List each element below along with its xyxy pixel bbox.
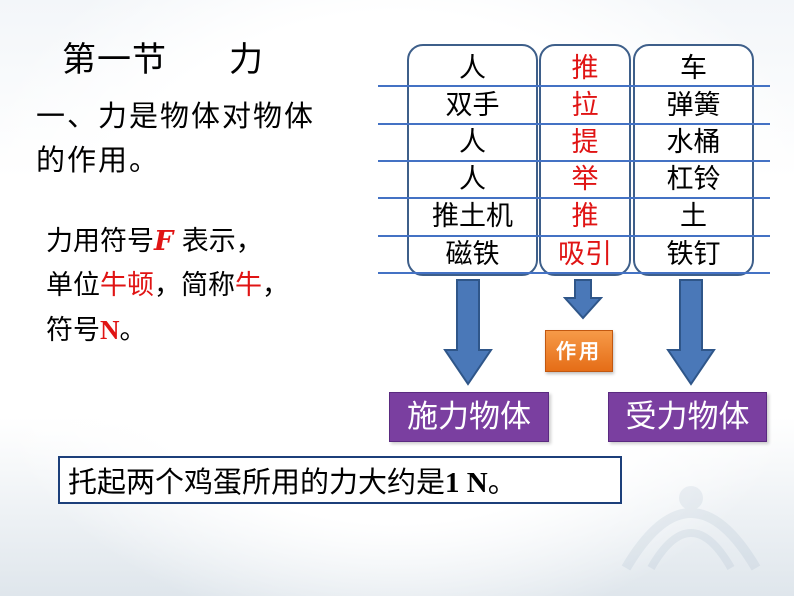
example-statement: 托起两个鸡蛋所用的力大约是1 N。 (58, 456, 622, 504)
unit-text: 表示， (173, 226, 263, 257)
receiver-cell: 土 (680, 201, 707, 232)
action-cell: 推 (571, 53, 599, 84)
agent-cell: 人 (459, 53, 486, 84)
row-divider (378, 160, 770, 162)
receiver-cell: 水桶 (666, 127, 721, 158)
example-value: 1 N (445, 467, 488, 499)
unit-text: ，简称 (154, 270, 235, 301)
definition-line-1: 一、力是物体对物体 (36, 99, 316, 133)
arrow-down-icon (443, 279, 493, 386)
watermark-logo-icon (621, 486, 761, 571)
force-definition: 一、力是物体对物体 的作用。 (36, 94, 366, 182)
agent-object-label: 施力物体 (389, 392, 549, 442)
agent-cell: 磁铁 (445, 239, 500, 270)
section-label: 第一节 (62, 40, 167, 80)
unit-text: 单位 (46, 270, 100, 301)
definition-line-2: 的作用。 (36, 143, 161, 177)
unit-name: 牛顿 (100, 270, 154, 301)
receiver-object-label: 受力物体 (608, 392, 767, 442)
interaction-label: 作用 (545, 330, 613, 372)
unit-text: ， (262, 270, 289, 301)
arrow-down-icon (666, 279, 716, 386)
action-cell: 举 (571, 164, 599, 195)
receiver-cell: 车 (680, 53, 707, 84)
unit-symbol: N (100, 315, 120, 345)
receiver-cell: 铁钉 (666, 239, 721, 270)
row-divider (378, 197, 770, 199)
unit-line-1: 力用符号F 表示， (46, 220, 376, 264)
receiver-cell: 杠铃 (666, 164, 721, 195)
force-symbol: F (154, 226, 174, 257)
receiver-cell: 弹簧 (666, 90, 721, 121)
unit-text: 符号 (46, 315, 100, 346)
action-cell: 提 (571, 127, 599, 158)
agent-cell: 推土机 (432, 201, 513, 232)
unit-short-name: 牛 (235, 270, 262, 301)
row-divider (378, 85, 770, 87)
action-cell: 吸引 (558, 239, 612, 270)
agent-cell: 人 (459, 127, 486, 158)
page-title: 第一节 力 (62, 32, 264, 81)
agent-cell: 双手 (445, 90, 500, 121)
arrow-down-icon (563, 279, 603, 320)
example-text: 托起两个鸡蛋所用的力大约是 (68, 465, 446, 499)
unit-paragraph: 力用符号F 表示， 单位牛顿，简称牛， 符号N。 (46, 220, 376, 353)
row-divider (378, 235, 770, 237)
agent-cell: 人 (459, 164, 486, 195)
action-cell: 推 (571, 201, 599, 232)
row-divider (378, 123, 770, 125)
unit-text: 力用符号 (46, 226, 154, 257)
action-cell: 拉 (571, 90, 599, 121)
example-text: 。 (487, 465, 517, 499)
topic-label: 力 (229, 40, 264, 80)
unit-line-3: 符号N。 (46, 308, 376, 353)
unit-text: 。 (119, 315, 147, 346)
unit-line-2: 单位牛顿，简称牛， (46, 264, 376, 308)
row-divider (378, 272, 770, 274)
